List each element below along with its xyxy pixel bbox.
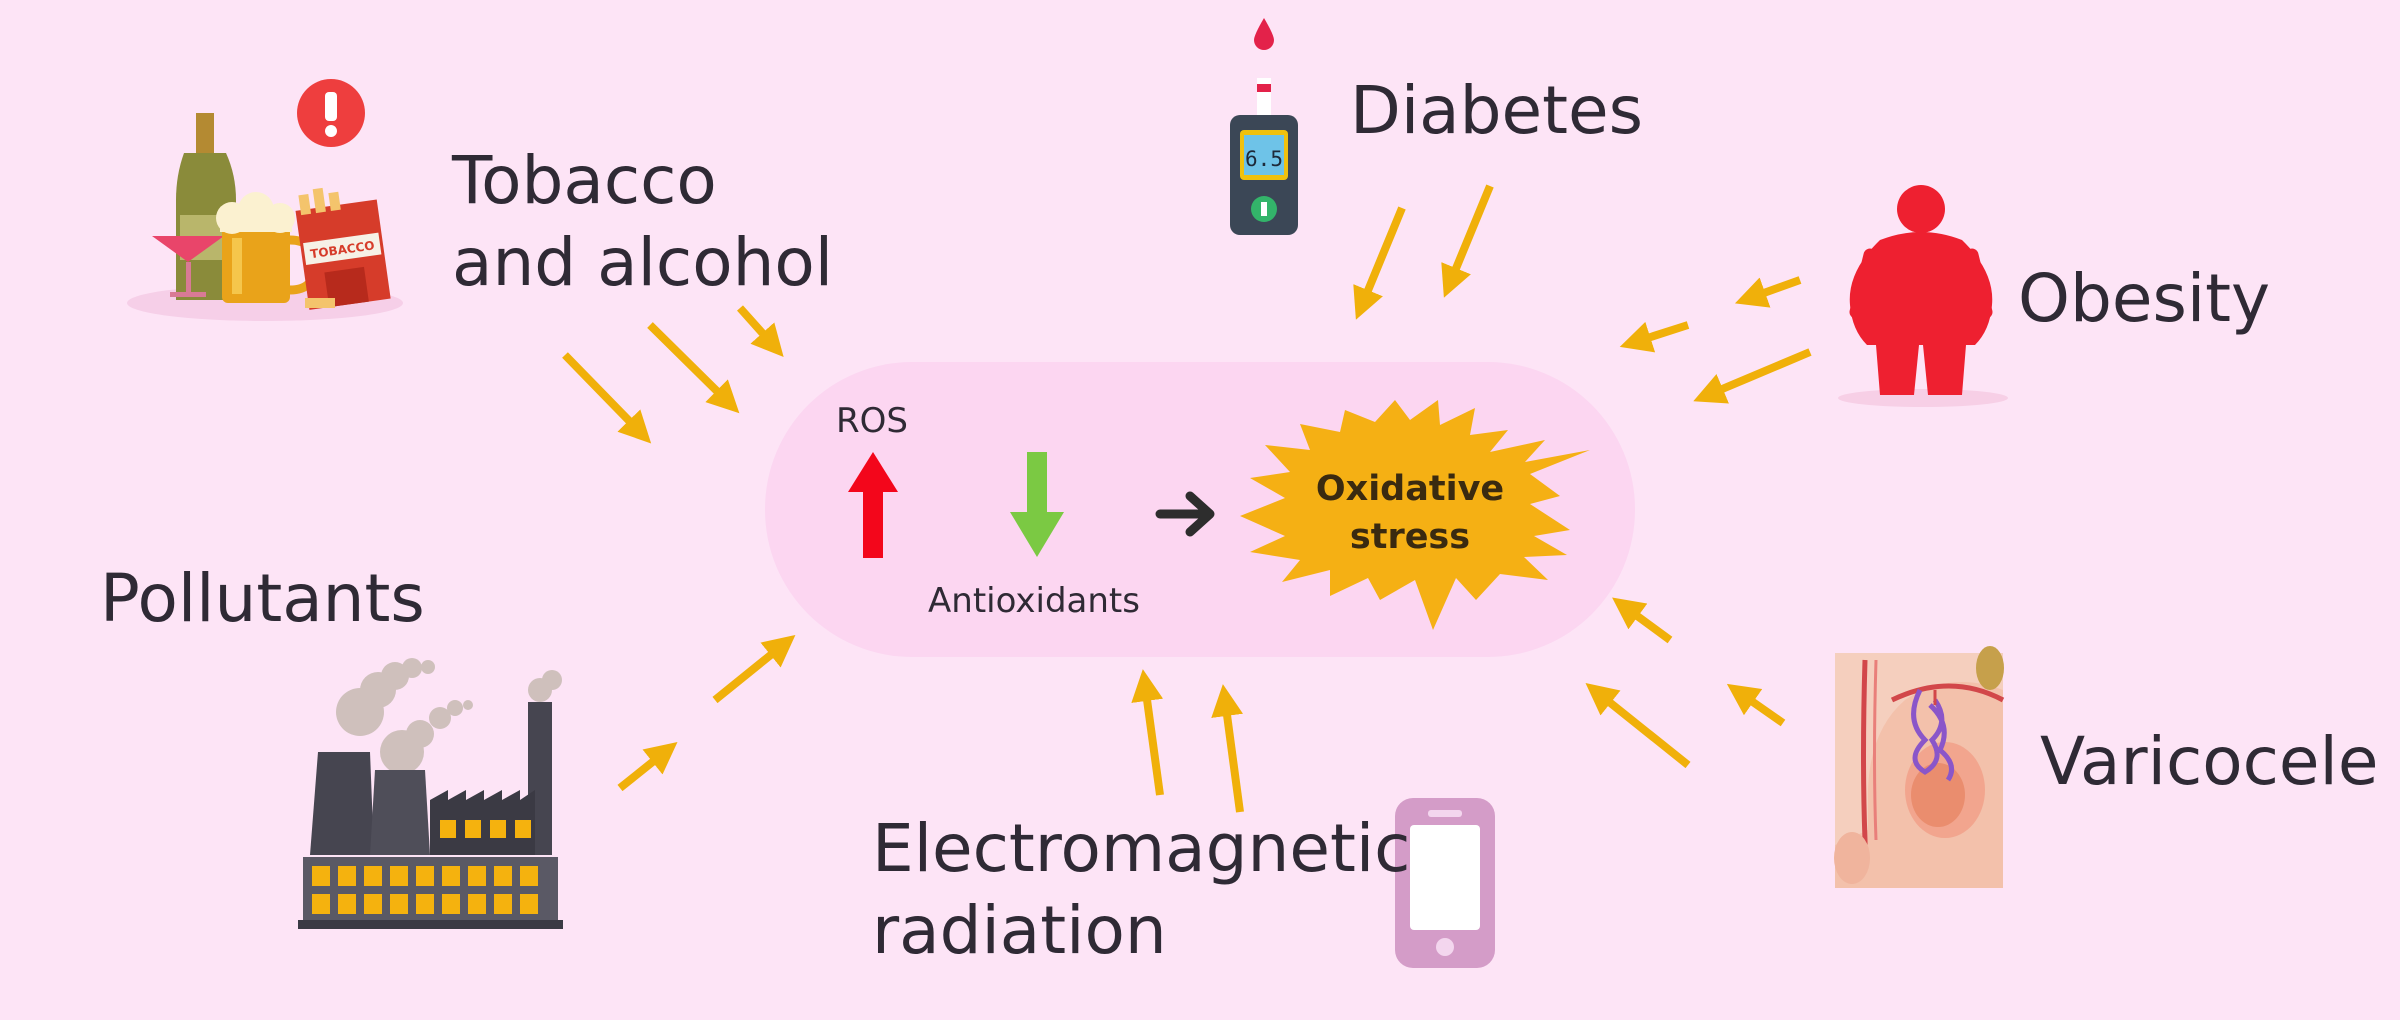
label-radiation-line2: radiation xyxy=(872,892,1167,969)
arrow-tobacco-2 xyxy=(647,322,740,414)
factory-icon xyxy=(298,658,563,929)
factor-arrows xyxy=(562,184,1812,813)
arrow-varicocele-2 xyxy=(1726,683,1786,727)
arrow-tobacco-1 xyxy=(562,352,652,444)
warning-icon xyxy=(297,79,365,147)
arrow-pollutants-2 xyxy=(617,742,678,792)
label-pollutants: Pollutants xyxy=(100,560,425,637)
antioxidants-down-arrow xyxy=(1010,452,1064,557)
bottles-icon: TOBACCO xyxy=(127,113,403,321)
antioxidants-label: Antioxidants xyxy=(928,581,1140,621)
arrow-diabetes-2 xyxy=(1441,184,1494,298)
label-radiation-line1: Electromagnetic xyxy=(872,810,1411,887)
arrow-radiation-1 xyxy=(1131,669,1164,796)
oxidative-stress-label-line2: stress xyxy=(1350,517,1470,557)
smartphone-icon xyxy=(1395,798,1495,968)
glucose-meter-reading: 6.5 xyxy=(1245,147,1283,171)
ros-label: ROS xyxy=(836,401,908,441)
arrow-diabetes-1 xyxy=(1353,206,1406,320)
oxidative-stress-starburst xyxy=(1240,400,1590,630)
arrow-radiation-2 xyxy=(1211,684,1244,813)
arrow-obesity-2 xyxy=(1619,321,1690,353)
label-varicocele: Varicocele xyxy=(2040,723,2379,800)
oxidative-stress-label-line1: Oxidative xyxy=(1316,469,1504,509)
blood-drop-icon xyxy=(1254,18,1274,50)
arrow-varicocele-1 xyxy=(1612,597,1673,644)
label-obesity: Obesity xyxy=(2018,260,2271,337)
person-obesity-icon xyxy=(1838,185,2008,407)
arrow-varicocele-3 xyxy=(1585,683,1691,769)
glucose-meter-icon: 6.5 xyxy=(1230,78,1298,235)
label-tobacco-line2: and alcohol xyxy=(452,224,834,301)
arrow-obesity-1 xyxy=(1734,276,1802,308)
label-tobacco-alcohol: Tobacco and alcohol xyxy=(452,140,833,304)
label-radiation: Electromagnetic radiation xyxy=(872,808,1410,972)
label-tobacco-line1: Tobacco xyxy=(452,142,717,219)
reproductive-anatomy-icon xyxy=(1834,646,2005,888)
ros-up-arrow xyxy=(848,452,898,558)
arrow-tobacco-3 xyxy=(737,305,784,357)
label-diabetes: Diabetes xyxy=(1350,72,1643,149)
leads-to-arrow xyxy=(1155,491,1215,537)
arrow-obesity-3 xyxy=(1693,348,1812,404)
arrow-pollutants-1 xyxy=(712,634,796,704)
